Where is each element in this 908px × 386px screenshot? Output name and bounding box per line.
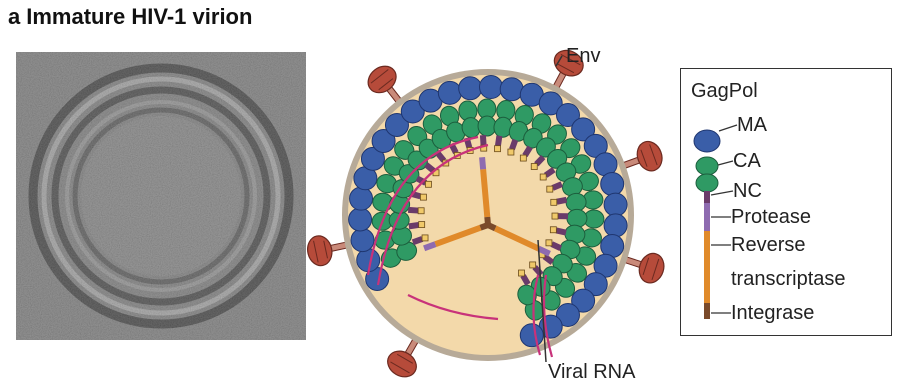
ma-protein xyxy=(459,77,482,100)
legend-ca-line xyxy=(718,161,733,165)
cryo-em-micrograph xyxy=(16,52,306,340)
legend-item-reverse: Reverse xyxy=(731,235,805,255)
ma-protein xyxy=(601,173,624,196)
protease-domain xyxy=(419,222,425,228)
ca-protein xyxy=(567,209,588,228)
protease-domain xyxy=(531,164,537,170)
ma-protein xyxy=(500,78,523,101)
viral-rna-label: Viral RNA xyxy=(548,362,635,382)
ma-protein xyxy=(350,187,373,210)
protease-domain xyxy=(519,270,525,276)
nc-protein xyxy=(558,213,568,219)
legend-protease-bar xyxy=(704,203,710,231)
protease-domain xyxy=(547,186,553,192)
protease-domain xyxy=(425,181,431,187)
protease-domain xyxy=(420,194,426,200)
gagpol-legend: GagPol MA CA NC Protease Reverse transcr… xyxy=(680,68,892,336)
ma-protein xyxy=(604,193,627,216)
ma-protein xyxy=(604,214,627,237)
legend-item-transcriptase: transcriptase xyxy=(731,269,846,289)
panel-letter: a xyxy=(8,4,20,29)
virion-diagram xyxy=(300,30,690,386)
micrograph-noise xyxy=(16,52,306,340)
ma-protein xyxy=(438,81,461,104)
protease-domain xyxy=(546,240,552,246)
nc-protein xyxy=(480,135,487,145)
legend-rt-bar xyxy=(704,231,710,303)
ma-protein xyxy=(349,208,372,231)
legend-item-integrase: Integrase xyxy=(731,303,814,323)
protease-domain xyxy=(540,174,546,180)
protease-domain xyxy=(550,227,556,233)
env-label: Env xyxy=(566,46,600,66)
protease-domain xyxy=(422,235,428,241)
legend-item-nc: NC xyxy=(733,181,762,201)
legend-nc-bar xyxy=(704,191,710,203)
legend-nc-line xyxy=(711,191,733,195)
protease-domain xyxy=(418,208,424,214)
legend-item-protease: Protease xyxy=(731,207,811,227)
protease-domain xyxy=(508,149,514,155)
nc-protein xyxy=(408,207,418,214)
ma-protein xyxy=(351,229,374,252)
legend-ca-icon-bottom xyxy=(696,174,718,192)
ca-protein xyxy=(478,116,496,136)
protease-domain xyxy=(520,155,526,161)
legend-item-ca: CA xyxy=(733,151,761,171)
legend-integrase-bar xyxy=(704,303,710,319)
legend-title: GagPol xyxy=(691,81,758,101)
protease-domain xyxy=(495,146,501,152)
gagpol-schematic xyxy=(681,69,893,337)
legend-ca-icon-top xyxy=(696,157,718,175)
ma-protein xyxy=(520,324,543,347)
protease-domain xyxy=(552,213,558,219)
protease-domain xyxy=(551,199,557,205)
ma-protein xyxy=(479,76,502,99)
legend-ma-line xyxy=(719,125,737,131)
protease-domain xyxy=(530,262,536,268)
panel-title-text: Immature HIV-1 virion xyxy=(26,4,252,29)
legend-item-ma: MA xyxy=(737,115,767,135)
legend-ma-icon xyxy=(694,130,720,152)
